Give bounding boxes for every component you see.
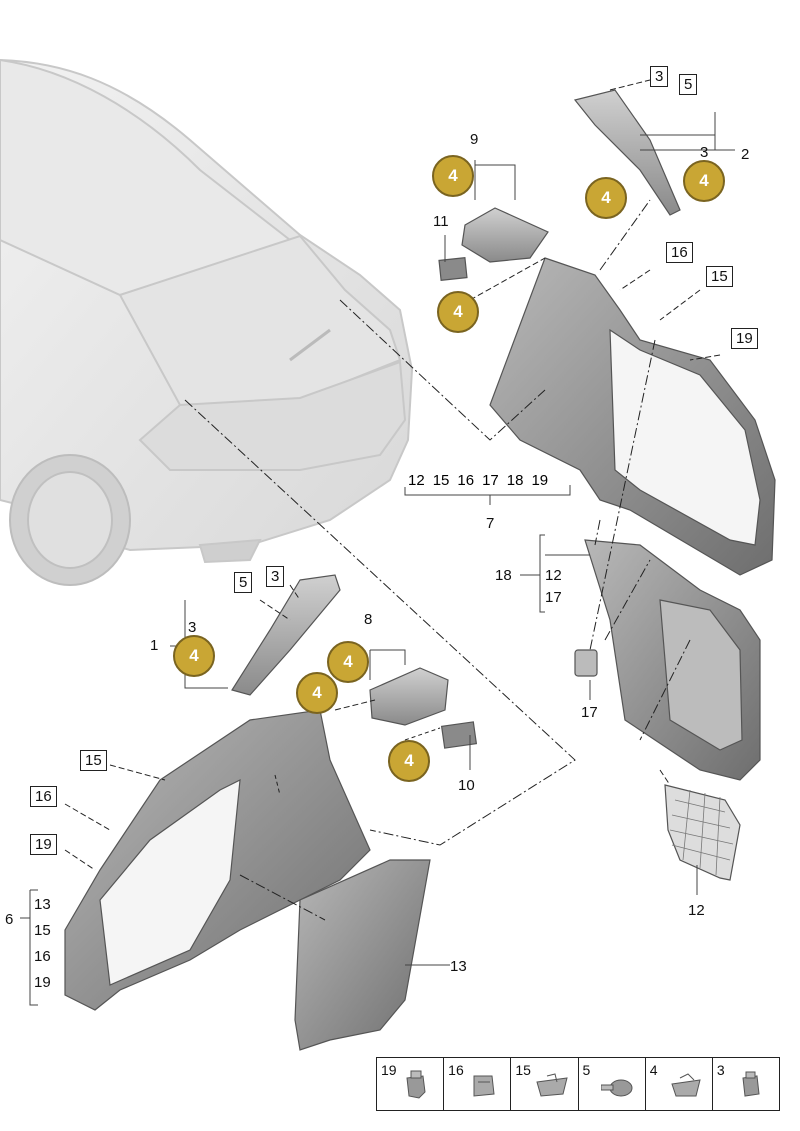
label-6: 6 [5,911,14,928]
marker-4: 4 [296,672,338,714]
marker-4: 4 [388,740,430,782]
legend-cell: 15 [511,1058,579,1110]
marker-4: 4 [437,291,479,333]
callout-3-top: 3 [650,66,669,87]
clip-icon [671,1073,701,1097]
label-18: 18 [495,567,512,584]
legend-cell: 19 [377,1058,445,1110]
upper-right-panel-assembly [438,89,776,881]
label-3-upper: 3 [700,144,709,161]
clip-icon [406,1070,426,1099]
group-6-item: 15 [34,922,51,939]
callout-5-mid: 5 [234,572,253,593]
lower-left-panel-assembly [64,574,478,1051]
group-7-list: 12 15 16 17 18 19 [408,472,548,489]
marker-4: 4 [585,177,627,219]
callout-16-left: 16 [30,786,57,807]
legend-cell: 3 [713,1058,779,1110]
label-13: 13 [450,958,467,975]
callout-15: 15 [706,266,733,287]
group-18-item: 12 [545,567,562,584]
label-8: 8 [364,611,373,628]
legend-number: 4 [649,1062,658,1078]
group-7-item: 19 [531,472,549,489]
marker-4: 4 [683,160,725,202]
label-10: 10 [458,777,475,794]
label-12: 12 [688,902,705,919]
label-3-lower: 3 [188,619,197,636]
group-6-item: 19 [34,974,51,991]
legend-number: 19 [381,1062,397,1078]
marker-4: 4 [173,635,215,677]
group-7-item: 17 [482,472,499,489]
label-1: 1 [150,637,159,654]
group-7-item: 18 [506,472,524,489]
fastener-legend: 19 16 15 5 4 3 [376,1057,780,1111]
marker-4: 4 [432,155,474,197]
group-6-item: 16 [34,948,51,965]
group-7-item: 12 [408,472,425,489]
group-6-item: 13 [34,896,51,913]
legend-cell: 5 [579,1058,646,1110]
callout-5-top: 5 [679,74,698,95]
label-2: 2 [741,146,750,163]
vehicle-illustration [0,58,414,586]
group-7-item: 16 [457,472,475,489]
screw-icon [600,1079,633,1097]
legend-number: 16 [448,1062,464,1078]
legend-number: 15 [515,1062,531,1078]
legend-cell: 4 [646,1058,713,1110]
label-9: 9 [470,131,479,148]
clip-icon [742,1071,760,1097]
legend-number: 5 [582,1062,591,1078]
group-7-item: 15 [432,472,450,489]
legend-cell: 16 [444,1058,512,1110]
clip-icon [473,1075,495,1097]
callout-15-left: 15 [80,750,107,771]
label-17: 17 [581,704,598,721]
callout-3-mid: 3 [266,566,285,587]
leader-lines [20,79,735,1006]
label-7: 7 [486,515,495,532]
label-11: 11 [433,213,449,230]
marker-4: 4 [327,641,369,683]
callout-19: 19 [731,328,758,349]
callout-19-left: 19 [30,834,57,855]
callout-16: 16 [666,242,693,263]
clip-icon [536,1073,569,1097]
legend-number: 3 [716,1062,725,1078]
group-18-item: 17 [545,589,562,606]
